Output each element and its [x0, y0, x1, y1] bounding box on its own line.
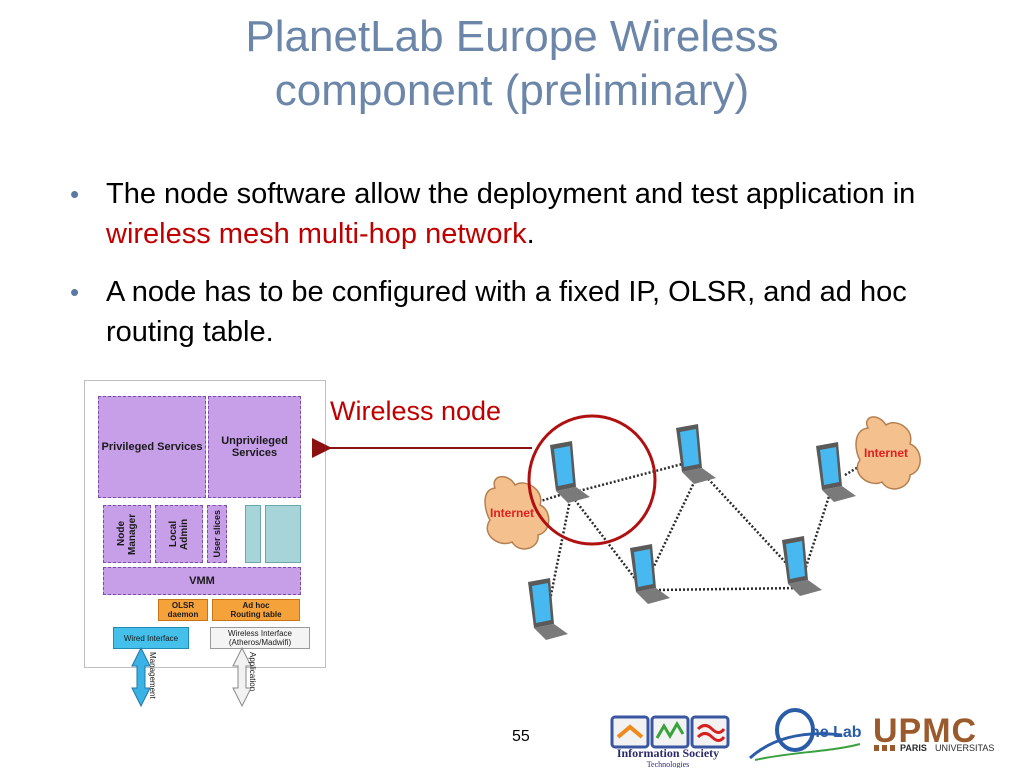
laptop-icon [550, 441, 590, 503]
laptop-icon [782, 536, 822, 596]
olsr-sublabel: daemon [167, 610, 199, 619]
adhoc-label: Ad hoc [242, 601, 270, 610]
internet-cloud-right-icon: Internet [855, 416, 921, 490]
internet-cloud-left-icon: Internet [484, 476, 550, 550]
adhoc-routing-box: Ad hoc Routing table [212, 599, 300, 621]
wireless-interface-box: Wireless Interface (Atheros/Madwifi) [210, 627, 310, 649]
user-slices-box: User slices [207, 505, 227, 563]
internet-left-label: Internet [490, 506, 534, 520]
bullet-dot-icon: • [70, 277, 80, 307]
bullet-item: • The node software allow the deployment… [70, 174, 930, 254]
management-label: Management [148, 652, 157, 699]
vmm-box: VMM [103, 567, 301, 595]
laptop-icon [528, 578, 568, 640]
onelab-text: ne Lab [810, 724, 862, 741]
application-label: Application [248, 652, 257, 691]
upmc-logo: UPMC PARIS UNIVERSITAS [873, 712, 994, 753]
slice-box [245, 505, 261, 563]
slice-box [265, 505, 301, 563]
bullet-item: • A node has to be configured with a fix… [70, 272, 930, 352]
internet-right-label: Internet [864, 446, 908, 460]
unprivileged-services-box: Unprivileged Services [208, 396, 301, 498]
paris-text: PARIS [900, 743, 927, 753]
bullet-list: • The node software allow the deployment… [70, 174, 930, 370]
title-line-1: PlanetLab Europe Wireless [245, 12, 779, 61]
network-links [511, 458, 871, 611]
application-arrow-icon [232, 646, 252, 708]
slide-title: PlanetLab Europe Wireless component (pre… [0, 10, 1024, 118]
onelab-logo: ne Lab [748, 708, 862, 761]
olsr-daemon-box: OLSR daemon [158, 599, 208, 621]
wireless-interface-label: Wireless Interface [227, 629, 293, 638]
laptop-icon [816, 442, 856, 502]
title-line-2: component (preliminary) [274, 66, 750, 115]
info-society-subtext: Technologies [647, 760, 690, 768]
node-architecture-diagram: Privileged Services Unprivileged Service… [84, 380, 326, 668]
laptop-icon [676, 424, 716, 484]
management-arrow-icon [131, 646, 151, 708]
wired-interface-box: Wired Interface [113, 627, 189, 649]
privileged-services-box: Privileged Services [98, 396, 206, 498]
bullet-dot-icon: • [70, 179, 80, 209]
adhoc-sublabel: Routing table [230, 610, 282, 619]
information-society-logo: Information Society Technologies [610, 715, 730, 768]
info-society-text: Information Society [617, 746, 719, 760]
page-number: 55 [512, 728, 530, 745]
upmc-text: UPMC [873, 712, 977, 750]
bullet-text: The node software allow the deployment a… [106, 178, 916, 210]
bullet-text: A node has to be configured with a fixed… [106, 276, 907, 348]
bullet-punct: . [526, 218, 535, 250]
wireless-interface-sublabel: (Atheros/Madwifi) [228, 638, 292, 647]
local-admin-box: Local Admin [155, 505, 203, 563]
node-manager-box: Node Manager [103, 505, 151, 563]
wireless-node-label: Wireless node [330, 396, 502, 426]
bullet-highlight: wireless mesh multi-hop network [106, 218, 527, 250]
olsr-label: OLSR [171, 601, 195, 610]
laptop-icon [630, 544, 670, 604]
wireless-node-highlight-circle [527, 414, 657, 546]
universitas-text: UNIVERSITAS [935, 743, 994, 753]
